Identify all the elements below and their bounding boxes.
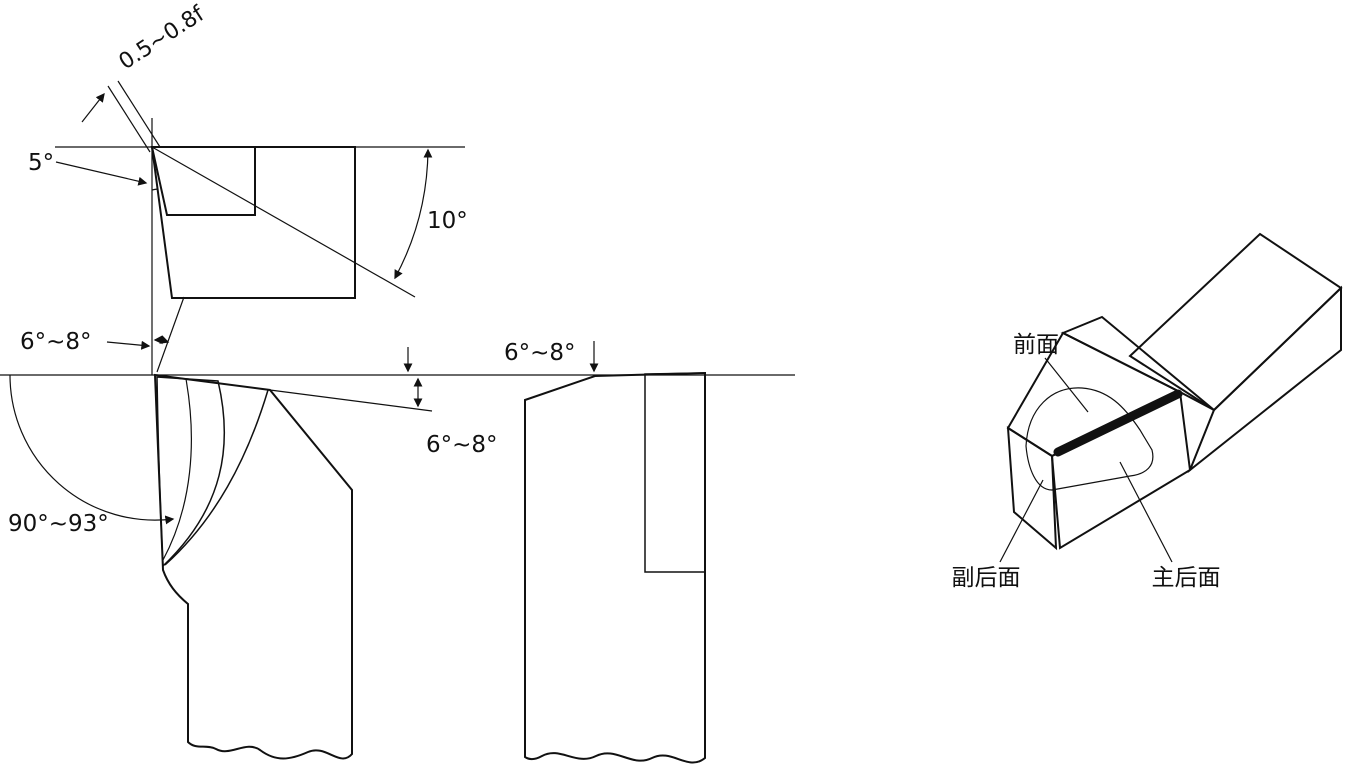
side-view-tool-body-hatched [524, 371, 706, 764]
shank-side-face [1187, 285, 1342, 474]
relief-angle-label-right: 6°~8° [504, 340, 576, 366]
rake-angle-label: 10° [427, 208, 468, 234]
shank-top-face [1128, 232, 1343, 412]
cutting-edge-black-strip [1053, 389, 1183, 457]
minor-flank-leader-line [999, 479, 1044, 563]
rake-face-outer-curve [164, 389, 269, 566]
land-dimension-arrow [81, 92, 105, 123]
side-view: 6°~8° [504, 340, 706, 764]
slope-angle-label: 6°~8° [426, 432, 498, 458]
tip-angle-label: 5° [28, 150, 54, 176]
front-view: 6°~8° 90°~93° 6°~8° [8, 296, 498, 760]
front-view-gray-rake-face [156, 376, 226, 568]
major-flank-label: 主后面 [1152, 565, 1221, 591]
top-view-insert-gray-face [150, 146, 256, 216]
land-extension-line-2 [117, 80, 161, 148]
land-extension-line-1 [107, 85, 151, 153]
slope-extension-line [269, 389, 433, 412]
relief-angle-arc-left [153, 335, 170, 345]
top-view-tool-body-hatched [150, 146, 356, 299]
isometric-view: 前面 副后面 主后面 [952, 232, 1343, 591]
side-view-shank-step [644, 372, 706, 573]
rake-face-inner-curve [162, 378, 192, 561]
front-face-label: 前面 [1013, 332, 1059, 358]
edge-angle-arc [9, 374, 175, 525]
relief-construction-line [156, 296, 185, 373]
major-flank-leader-line [1119, 461, 1173, 563]
rake-angle-arc [394, 148, 433, 280]
relief-leader-arrow-left [106, 340, 151, 350]
relief-angle-label-left: 6°~8° [20, 329, 92, 355]
front-view-tool-body-outline [153, 373, 353, 760]
major-flank-face [1050, 390, 1192, 550]
tip-angle-arc [151, 188, 159, 191]
minor-flank-label: 副后面 [952, 565, 1021, 591]
front-face-leader-line [1044, 357, 1089, 413]
tip-angle-leader-arrow [55, 161, 148, 186]
side-cutting-edge-line [151, 146, 416, 298]
edge-angle-label: 90°~93° [8, 511, 109, 537]
land-width-label: 0.5~0.8f [115, 1, 210, 75]
brazed-insert-stippled [1025, 387, 1154, 491]
reference-lines [0, 118, 795, 376]
top-view: 10° 0.5~0.8f 5° [28, 1, 468, 299]
minor-flank-face [1006, 426, 1058, 551]
